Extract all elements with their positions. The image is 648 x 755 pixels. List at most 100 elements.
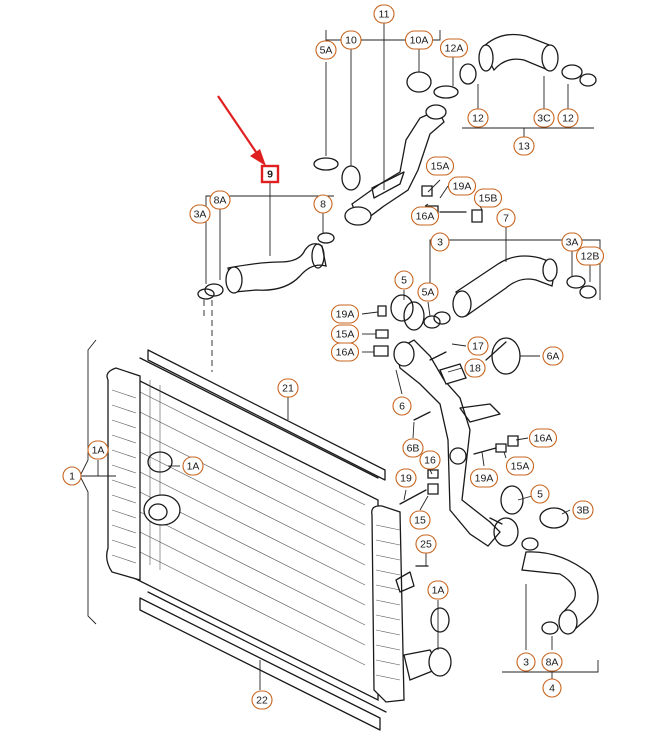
callout-label: 13 (518, 141, 530, 153)
callout-label: 6 (399, 401, 405, 413)
callout-bubble (417, 282, 439, 302)
callout-label: 6B (407, 443, 420, 455)
hose-4 (430, 485, 599, 635)
callout-c5A-top: 5A (315, 40, 337, 60)
callout-c15A-left: 15A (330, 324, 360, 344)
callout-label: 7 (503, 213, 509, 225)
callout-label: 12 (472, 113, 484, 125)
callout-c8A-low: 8A (541, 652, 563, 672)
callout-bubble (402, 438, 424, 458)
callout-c16A-top: 16A (410, 206, 440, 226)
callout-bubble (439, 38, 469, 58)
callout-c16A-right: 16A (528, 428, 558, 448)
callout-c1: 1 (62, 466, 82, 486)
callout-c3B: 3B (572, 500, 594, 520)
hose-7 (433, 255, 597, 325)
callout-c6A: 6A (542, 346, 564, 366)
callout-c5A-mid: 5A (417, 282, 439, 302)
callout-c12B: 12B (575, 246, 605, 266)
callout-bubble (496, 208, 516, 228)
callout-label: 5 (537, 489, 543, 501)
callout-c15A-top: 15A (425, 156, 455, 176)
callout-bubble (404, 30, 434, 50)
callout-label: 22 (256, 695, 268, 707)
callout-label: 11 (379, 9, 390, 21)
callout-label: 4 (549, 683, 555, 695)
callout-bubble (473, 188, 503, 208)
callout-c25: 25 (415, 534, 437, 554)
callout-bubble (330, 304, 360, 324)
callout-c19A-left: 19A (330, 304, 360, 324)
callout-bubble (87, 440, 109, 460)
callout-bubble (430, 232, 450, 252)
callout-label: 1A (187, 461, 200, 473)
callout-label: 10A (410, 35, 429, 47)
callout-c22: 22 (251, 690, 273, 710)
callout-bubble (62, 466, 82, 486)
callout-label: 16 (424, 455, 436, 467)
callout-bubble (394, 270, 414, 290)
callout-label: 21 (282, 383, 294, 395)
callout-bubble (447, 176, 477, 196)
callout-bubble (409, 510, 431, 530)
callout-c12A: 12A (439, 38, 469, 58)
callout-c15A-right: 15A (505, 456, 535, 476)
callout-c6: 6 (392, 396, 412, 416)
callout-c19A-right: 19A (469, 468, 499, 488)
callout-label: 8A (214, 195, 227, 207)
callout-label: 9 (267, 169, 273, 181)
callout-bubble (251, 690, 273, 710)
callout-c12-a: 12 (467, 108, 489, 128)
callout-bubble (315, 40, 337, 60)
callout-label: 19A (475, 473, 494, 485)
callout-bubble (419, 450, 441, 470)
callout-label: 25 (420, 539, 432, 551)
callout-label: 5A (320, 45, 333, 57)
callout-bubble (575, 246, 605, 266)
callout-bubble (330, 342, 360, 362)
callout-c5-low: 5 (530, 484, 550, 504)
callout-c9: 9 (260, 164, 280, 184)
callout-c1A-low: 1A (427, 580, 449, 600)
callout-bubble (561, 232, 583, 252)
callout-c12-b: 12 (557, 108, 579, 128)
callout-c19: 19 (395, 468, 417, 488)
callout-c16A-left: 16A (330, 342, 360, 362)
callout-label: 12 (562, 113, 574, 125)
callout-bubble (467, 336, 489, 356)
callout-label: 3 (437, 237, 443, 249)
callout-bubble (513, 136, 535, 156)
callout-label: 16A (416, 211, 435, 223)
callout-bubble (313, 194, 333, 214)
callout-bubble (425, 156, 455, 176)
callout-c13: 13 (513, 136, 535, 156)
callout-bubble (464, 358, 486, 378)
callout-c7: 7 (496, 208, 516, 228)
callout-label: 16A (336, 347, 355, 359)
callout-bubble (392, 396, 412, 416)
callout-c17: 17 (467, 336, 489, 356)
callout-label: 19 (400, 473, 412, 485)
callout-bubble (373, 4, 395, 24)
callout-label: 15A (511, 461, 530, 473)
callout-bubble (530, 484, 550, 504)
callout-label: 3C (537, 113, 551, 125)
callout-bubble (340, 30, 362, 50)
callout-bubble (572, 500, 594, 520)
callout-c1A-inner: 1A (182, 456, 204, 476)
callout-bubble (410, 206, 440, 226)
callout-c16: 16 (419, 450, 441, 470)
callout-c1A-left: 1A (87, 440, 109, 460)
callout-c3C: 3C (533, 108, 555, 128)
callout-c11: 11 (373, 4, 395, 24)
hose-13 (459, 33, 597, 87)
callout-label: 15A (431, 161, 450, 173)
callout-label: 3B (577, 505, 590, 517)
callout-label: 12B (581, 251, 600, 263)
callout-bubble (557, 108, 579, 128)
callout-label: 12A (445, 43, 464, 55)
callout-label: 19A (453, 181, 472, 193)
callout-label: 5A (422, 287, 435, 299)
callout-label: 1A (432, 585, 445, 597)
